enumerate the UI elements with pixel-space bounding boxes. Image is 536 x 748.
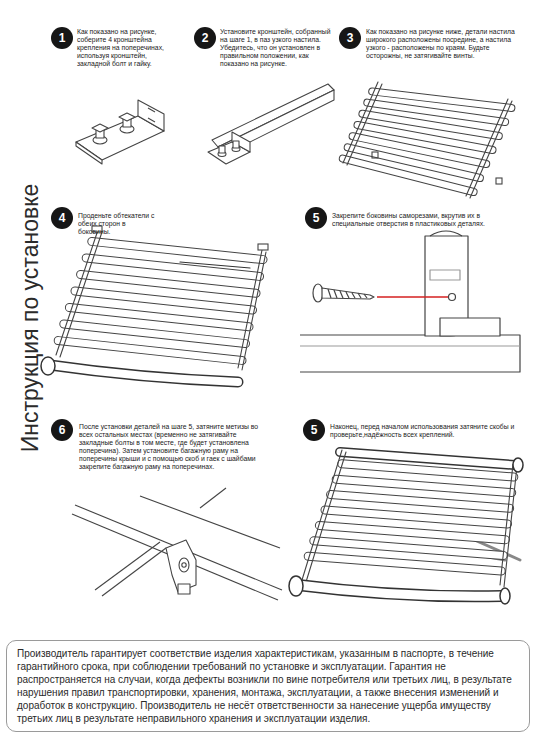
bracket-drawing bbox=[76, 100, 164, 164]
step-number: 2 bbox=[194, 27, 216, 49]
step-number: 1 bbox=[51, 27, 73, 49]
step-text: После установки деталей на шаге 5, затян… bbox=[79, 423, 261, 471]
step-text: Проденьте обтекатели с обеих сторон в бо… bbox=[78, 212, 158, 236]
callout-number: 5 bbox=[311, 424, 318, 436]
step-number: 5 bbox=[305, 207, 327, 229]
callout-number: 5 bbox=[313, 212, 320, 224]
callout-number: 2 bbox=[202, 32, 209, 44]
note-text: Производитель гарантирует соответствие и… bbox=[17, 647, 519, 725]
step-text: Наконец, перед началом использования зат… bbox=[330, 423, 516, 439]
deck-drawing bbox=[343, 82, 512, 198]
finished-rack bbox=[289, 450, 523, 604]
callout-number: 6 bbox=[59, 424, 66, 436]
callout-number: 3 bbox=[347, 32, 354, 44]
warranty-box: Производитель гарантирует соответствие и… bbox=[6, 640, 530, 732]
step-number: 5 bbox=[303, 419, 325, 441]
callout-number: 1 bbox=[59, 32, 66, 44]
page-title: Инструкция по установке bbox=[15, 158, 45, 478]
step-text: Установите кронштейн, собранный на шаге … bbox=[220, 28, 332, 68]
clamp-closeup bbox=[72, 488, 282, 600]
step-number: 3 bbox=[339, 27, 361, 49]
step-text: Закрепите боковины саморезами, вкрутив и… bbox=[332, 212, 518, 228]
step-number: 4 bbox=[51, 207, 73, 229]
step-text: Как показано на рисунке ниже, детали нас… bbox=[366, 28, 518, 60]
step-text: Как показано на рисунке, соберите 4 крон… bbox=[77, 28, 167, 68]
rack-drawing bbox=[41, 226, 268, 382]
callout-number: 4 bbox=[59, 212, 66, 224]
screw-closeup bbox=[300, 231, 520, 372]
beam-drawing bbox=[208, 84, 334, 164]
step-number: 6 bbox=[51, 419, 73, 441]
